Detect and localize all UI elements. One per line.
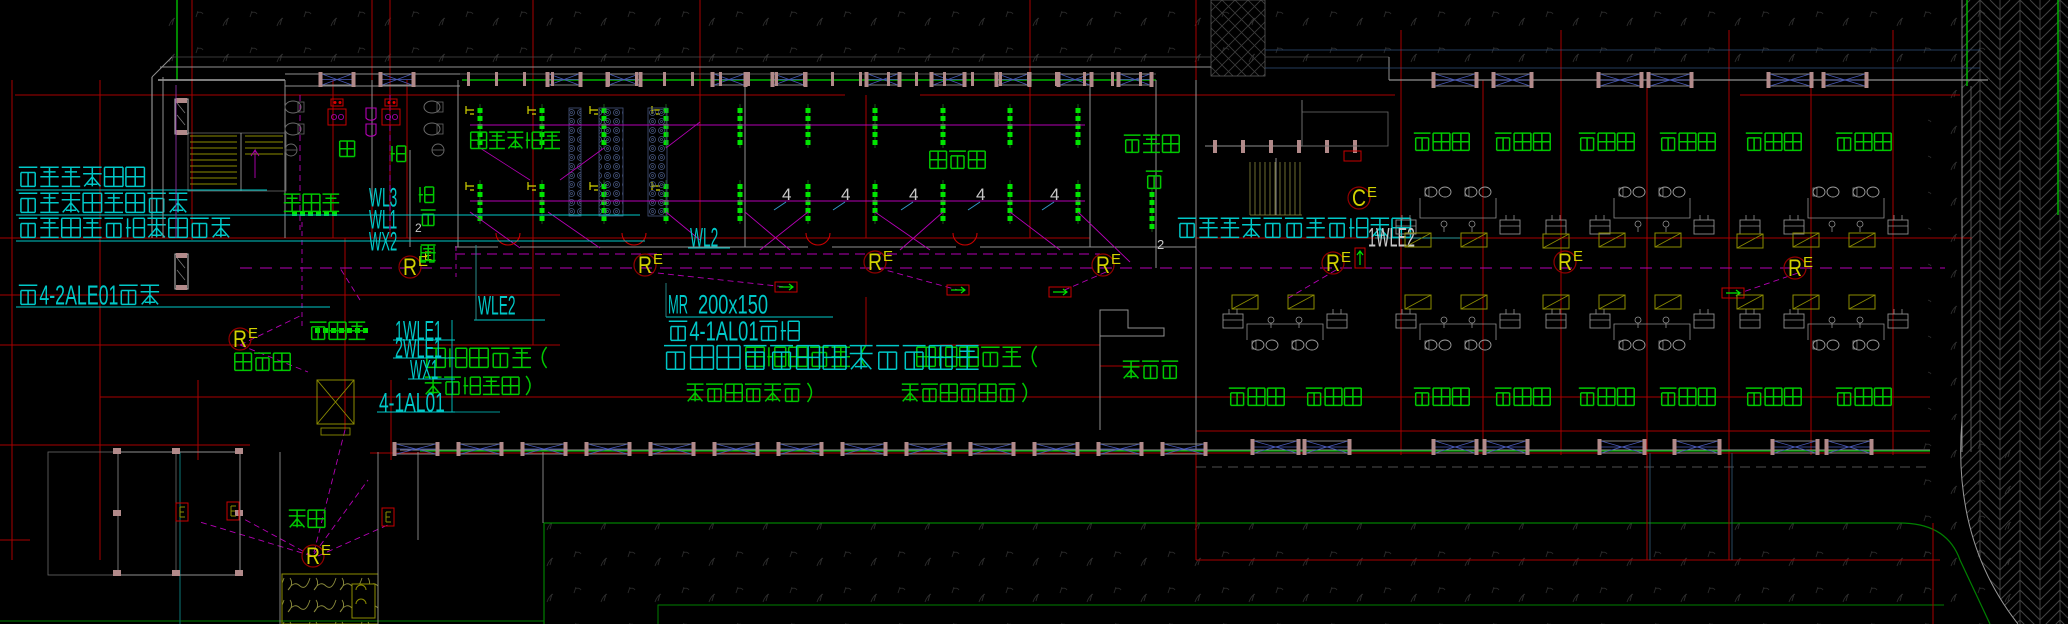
svg-text:R: R: [306, 543, 320, 570]
svg-text:E: E: [653, 251, 663, 268]
svg-text:4: 4: [976, 185, 985, 204]
svg-text:2WLE1: 2WLE1: [395, 334, 442, 364]
svg-text:R: R: [638, 252, 652, 279]
svg-text:E: E: [321, 542, 331, 559]
svg-text:E: E: [883, 248, 893, 265]
svg-text:WL1: WL1: [369, 205, 397, 235]
svg-text:4-1AL01: 4-1AL01: [379, 388, 445, 418]
svg-text:E: E: [1111, 251, 1121, 268]
svg-text:C: C: [1352, 185, 1366, 212]
svg-text:R: R: [233, 326, 247, 353]
svg-text:WL3: WL3: [369, 183, 397, 213]
svg-text:1WLE2: 1WLE2: [1368, 223, 1415, 253]
svg-text:4: 4: [841, 185, 850, 204]
svg-text:4-2ALE01: 4-2ALE01: [39, 280, 118, 311]
svg-text:E: E: [248, 325, 258, 342]
svg-text:R: R: [403, 254, 417, 281]
svg-text:E: E: [1341, 249, 1351, 266]
svg-text:E: E: [1803, 254, 1813, 271]
svg-text:4: 4: [909, 185, 918, 204]
svg-text:2: 2: [415, 221, 422, 235]
svg-text:WX2: WX2: [369, 227, 397, 257]
svg-text:2: 2: [1157, 237, 1164, 252]
svg-text:4: 4: [1050, 185, 1059, 204]
svg-text:E: E: [1367, 184, 1377, 201]
svg-text:4: 4: [782, 185, 791, 204]
svg-text:4-1AL01: 4-1AL01: [689, 316, 758, 347]
svg-text:R: R: [1326, 250, 1340, 277]
svg-text:MR: MR: [668, 290, 688, 320]
svg-text:E: E: [1573, 248, 1583, 265]
svg-text:R: R: [1096, 252, 1110, 279]
svg-text:WX1: WX1: [410, 355, 438, 385]
svg-text:200x150: 200x150: [698, 290, 768, 320]
svg-text:R: R: [1788, 255, 1802, 282]
svg-text:R: R: [1558, 249, 1572, 276]
svg-text:1WLE1: 1WLE1: [395, 316, 442, 346]
svg-text:WLE2: WLE2: [478, 291, 516, 321]
svg-text:R: R: [868, 249, 882, 276]
